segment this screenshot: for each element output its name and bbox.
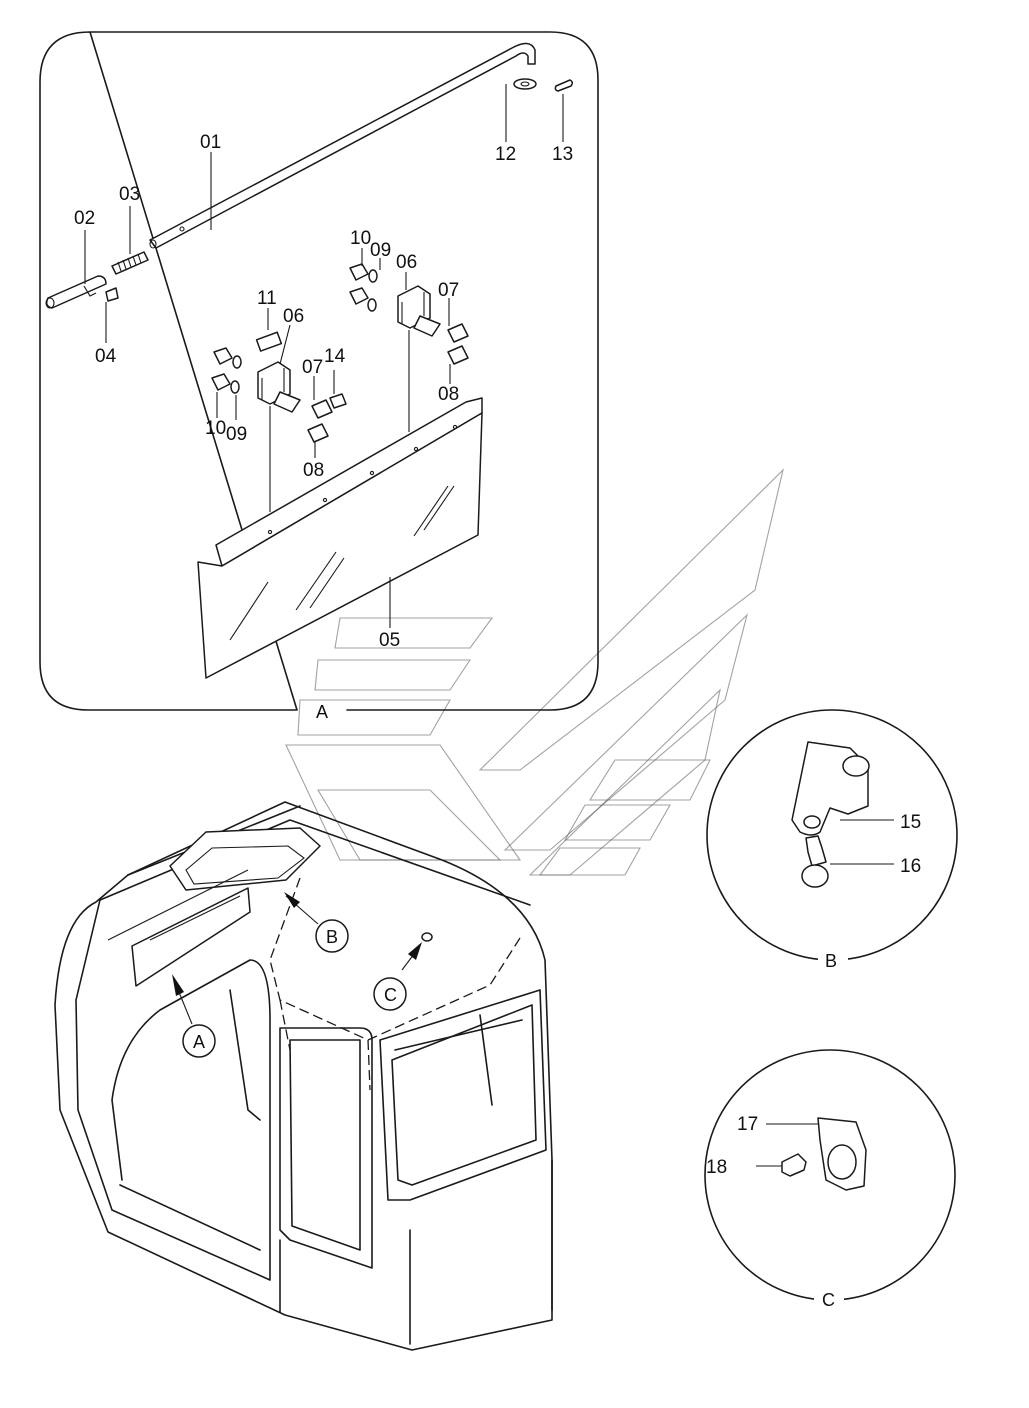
callout-05: 05 [379,630,400,651]
cab-body: B C A [54,801,553,1351]
callout-12: 12 [495,144,516,165]
callout-11: 11 [257,288,277,309]
callout-07b: 07 [438,280,459,301]
rod-part [149,42,536,249]
callout-09a: 09 [226,424,247,445]
washer-part [513,78,537,90]
callout-07a: 07 [302,357,323,378]
callout-15: 15 [900,812,921,833]
glass-panel-part [197,397,483,679]
watermark-logo [285,468,784,876]
callout-02: 02 [74,208,95,229]
marker-a: A [193,1032,205,1052]
callout-06b: 06 [396,252,417,273]
callout-06a: 06 [283,306,304,327]
callout-14: 14 [324,346,346,367]
detail-view-a: A [39,31,599,722]
callout-10b: 10 [350,228,371,249]
callout-16: 16 [900,856,921,877]
marker-b: B [326,927,338,947]
hinge-bracket-left [211,331,347,443]
callout-01: 01 [200,132,221,153]
detail-c-label: C [822,1290,835,1310]
marker-c: C [384,985,397,1005]
hinge-pin-part [45,275,107,309]
detail-view-c: 17 18 C [704,1049,956,1310]
detail-b-label: B [825,951,837,971]
callout-08a: 08 [303,460,324,481]
callout-17: 17 [737,1114,758,1135]
detail-a-label: A [316,702,328,722]
callout-09b: 09 [370,240,391,261]
pin-part [554,79,574,92]
screw-part [105,287,119,302]
spring-part [111,251,149,275]
callout-18: 18 [706,1157,727,1178]
callout-13: 13 [552,144,573,165]
callout-03: 03 [119,184,140,205]
callout-10a: 10 [205,418,226,439]
hinge-bracket-right [349,263,469,365]
detail-view-b: 15 16 B [706,709,958,971]
callout-04: 04 [95,346,117,367]
callout-08b: 08 [438,384,459,405]
